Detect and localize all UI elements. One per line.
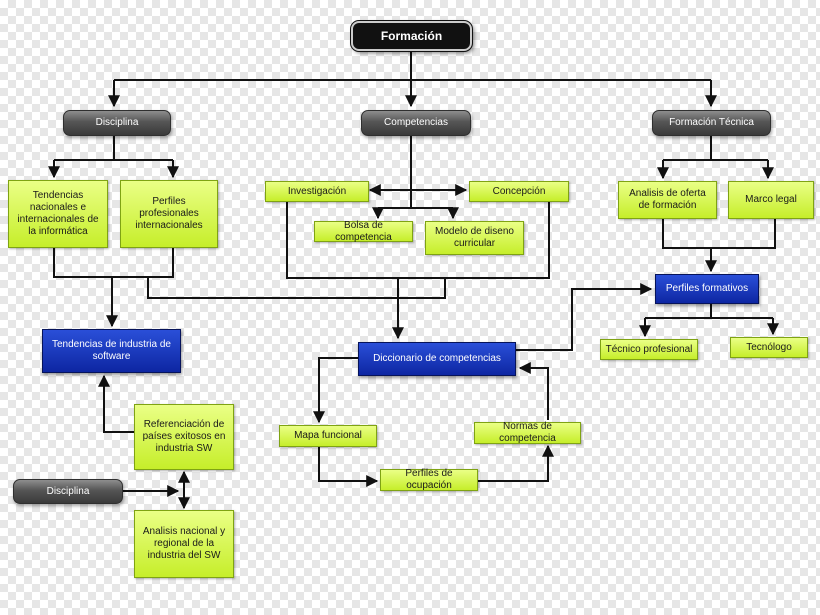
referenciacion-node: Referenciación de países exitosos en ind… (134, 404, 234, 470)
analisis-oferta-node: Analisis de oferta de formación (618, 181, 717, 219)
tecnico-profesional-node: Técnico profesional (600, 339, 698, 360)
perfiles-profesionales-node: Perfiles profesionales internacionales (120, 180, 218, 248)
concepcion-node: Concepción (469, 181, 569, 202)
perfiles-ocupacion-node: Perfiles de ocupación (380, 468, 478, 491)
line-disc-children-join (53, 248, 174, 278)
investigacion-node: Investigación (265, 181, 369, 202)
tecnico-profesional-label: Técnico profesional (605, 343, 693, 355)
perfiles-formativos-label: Perfiles formativos (665, 283, 749, 294)
modelo-diseno-label: Modelo de diseno curricular (435, 226, 514, 249)
perfiles-ocupacion-label: Perfiles de ocupación (405, 468, 453, 491)
arrow-to-perfiles-ocup (318, 447, 379, 487)
mapa-funcional-node: Mapa funcional (279, 425, 377, 447)
referenciacion-label: Referenciación de países exitosos en ind… (142, 419, 226, 454)
line-comp-outer-join (286, 202, 550, 279)
modelo-diseno-node: Modelo de diseno curricular (425, 221, 524, 255)
investigacion-label: Investigación (287, 185, 347, 197)
competencias-label: Competencias (384, 117, 448, 128)
analisis-nacional-node: Analisis nacional y regional de la indus… (134, 510, 234, 578)
formacion-title-node: Formación (350, 20, 473, 52)
competencias-node: Competencias (361, 110, 471, 136)
tecnologo-node: Tecnólogo (730, 337, 808, 358)
tecnologo-label: Tecnólogo (746, 341, 792, 353)
line-form-children-join (662, 219, 776, 249)
marco-legal-node: Marco legal (728, 181, 814, 219)
bolsa-competencia-node: Bolsa de competencia (314, 219, 413, 243)
arrow-ref-to-tendencias (98, 374, 134, 433)
normas-competencia-label: Normas de competencia (499, 421, 556, 444)
analisis-oferta-label: Analisis de oferta de formación (629, 188, 706, 211)
disciplina-secondary-label: Disciplina (46, 485, 90, 497)
diccionario-competencias-label: Diccionario de competencias (373, 353, 501, 364)
diccionario-competencias-node: Diccionario de competencias (358, 342, 516, 376)
formacion-tecnica-label: Formación Técnica (669, 117, 754, 128)
concepcion-label: Concepción (492, 185, 546, 197)
normas-competencia-node: Normas de competencia (474, 421, 581, 444)
arrow-to-normas (478, 444, 554, 482)
arrow-to-diccionario-loop (518, 362, 549, 420)
tendencias-industria-label: Tendencias de industria de software (52, 339, 171, 362)
bolsa-competencia-label: Bolsa de competencia (335, 219, 392, 243)
arrow-to-mapa (313, 357, 358, 424)
tendencias-nacionales-label: Tendencias nacionales e internacionales … (17, 190, 99, 237)
marco-legal-label: Marco legal (745, 194, 797, 205)
tendencias-nacionales-node: Tendencias nacionales e internacionales … (8, 180, 108, 248)
mapa-funcional-label: Mapa funcional (294, 430, 362, 441)
disciplina-label: Disciplina (95, 117, 139, 128)
analisis-nacional-label: Analisis nacional y regional de la indus… (142, 526, 226, 561)
disciplina-node: Disciplina (63, 110, 171, 136)
arrow-to-perfiles-formativos (516, 283, 653, 351)
perfiles-profesionales-label: Perfiles profesionales internacionales (135, 196, 203, 231)
formacion-title-label: Formación (380, 28, 443, 43)
formacion-tecnica-node: Formación Técnica (652, 110, 771, 136)
line-perfiles-to-dicc (147, 277, 446, 299)
perfiles-formativos-node: Perfiles formativos (655, 274, 759, 304)
disciplina-secondary-node: Disciplina (13, 479, 123, 504)
tendencias-industria-node: Tendencias de industria de software (42, 329, 181, 373)
